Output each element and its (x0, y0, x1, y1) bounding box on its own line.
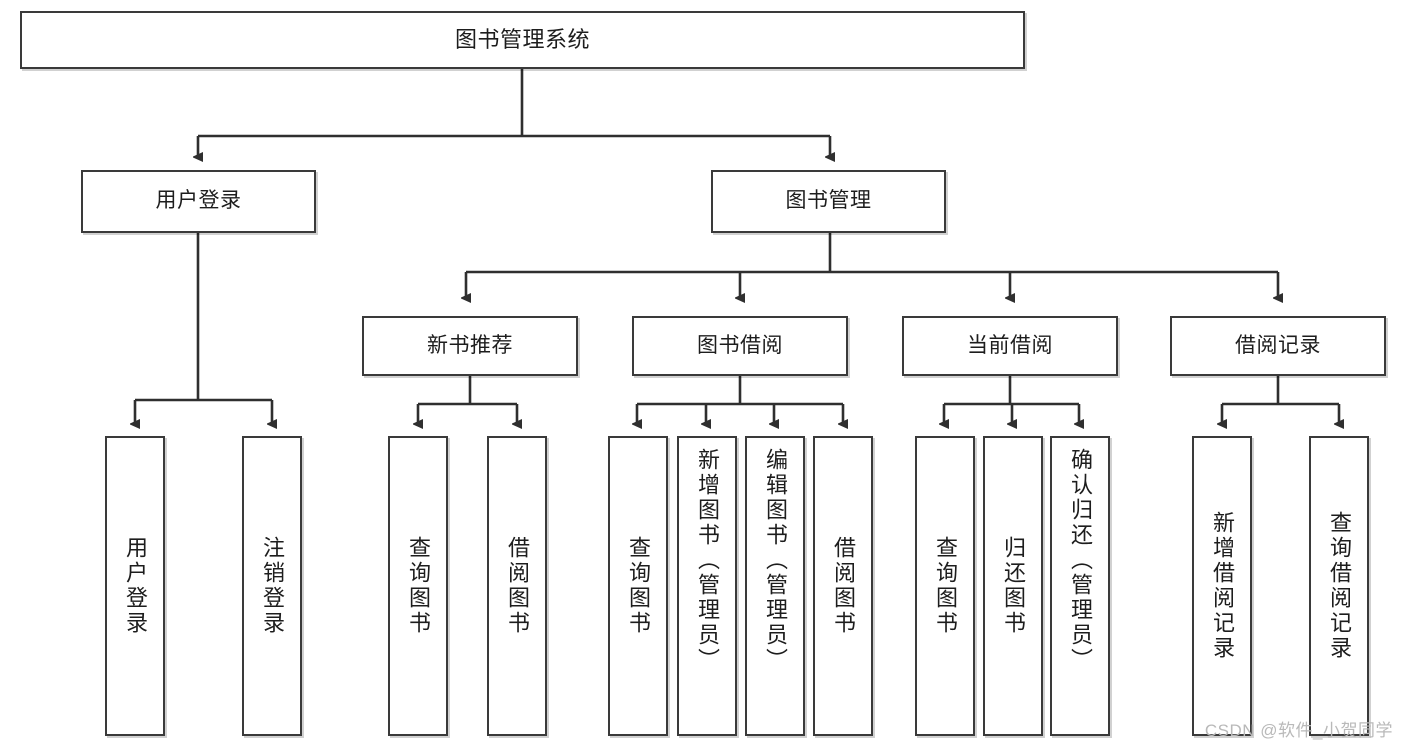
node-borrow-record-label: 借阅记录 (1235, 333, 1321, 357)
node-leaf-borrow-book-2-label: 借阅图书 (831, 536, 856, 636)
node-new-book-recommend-label: 新书推荐 (427, 333, 513, 357)
node-book-borrow[interactable]: 图书借阅 (632, 316, 848, 376)
node-leaf-query-book-1[interactable]: 查询图书 (388, 436, 448, 736)
node-leaf-confirm-return[interactable]: 确认归还（管理员） (1050, 436, 1110, 736)
node-leaf-borrow-book-2[interactable]: 借阅图书 (813, 436, 873, 736)
node-leaf-logout[interactable]: 注销登录 (242, 436, 302, 736)
node-book-borrow-label: 图书借阅 (697, 333, 783, 357)
node-leaf-user-login[interactable]: 用户登录 (105, 436, 165, 736)
node-leaf-query-book-2[interactable]: 查询图书 (608, 436, 668, 736)
node-leaf-add-book[interactable]: 新增图书（管理员） (677, 436, 737, 736)
node-new-book-recommend[interactable]: 新书推荐 (362, 316, 578, 376)
node-leaf-edit-book[interactable]: 编辑图书（管理员） (745, 436, 805, 736)
node-leaf-query-book-3[interactable]: 查询图书 (915, 436, 975, 736)
node-leaf-logout-label: 注销登录 (260, 536, 285, 636)
node-user-login[interactable]: 用户登录 (81, 170, 316, 233)
node-leaf-borrow-book-1-label: 借阅图书 (505, 536, 530, 636)
node-leaf-edit-book-label: 编辑图书（管理员） (763, 448, 788, 673)
node-leaf-user-login-label: 用户登录 (123, 536, 148, 636)
node-leaf-add-book-label: 新增图书（管理员） (695, 448, 720, 673)
node-leaf-query-book-2-label: 查询图书 (626, 536, 651, 636)
node-leaf-query-record-label: 查询借阅记录 (1327, 511, 1352, 661)
watermark: CSDN @软件_小贺同学 (1204, 721, 1393, 740)
node-user-login-label: 用户登录 (155, 189, 242, 213)
node-book-manage[interactable]: 图书管理 (711, 170, 946, 233)
node-current-borrow[interactable]: 当前借阅 (902, 316, 1118, 376)
node-leaf-confirm-return-label: 确认归还（管理员） (1068, 448, 1093, 673)
node-leaf-add-record[interactable]: 新增借阅记录 (1192, 436, 1252, 736)
node-leaf-query-book-3-label: 查询图书 (933, 536, 958, 636)
node-current-borrow-label: 当前借阅 (967, 333, 1053, 357)
node-book-manage-label: 图书管理 (785, 189, 872, 213)
node-root[interactable]: 图书管理系统 (20, 11, 1025, 69)
node-leaf-return-book-label: 归还图书 (1001, 536, 1026, 636)
node-leaf-add-record-label: 新增借阅记录 (1210, 511, 1235, 661)
node-leaf-query-book-1-label: 查询图书 (406, 536, 431, 636)
node-borrow-record[interactable]: 借阅记录 (1170, 316, 1386, 376)
node-leaf-query-record[interactable]: 查询借阅记录 (1309, 436, 1369, 736)
node-root-label: 图书管理系统 (454, 27, 590, 53)
node-leaf-borrow-book-1[interactable]: 借阅图书 (487, 436, 547, 736)
node-leaf-return-book[interactable]: 归还图书 (983, 436, 1043, 736)
